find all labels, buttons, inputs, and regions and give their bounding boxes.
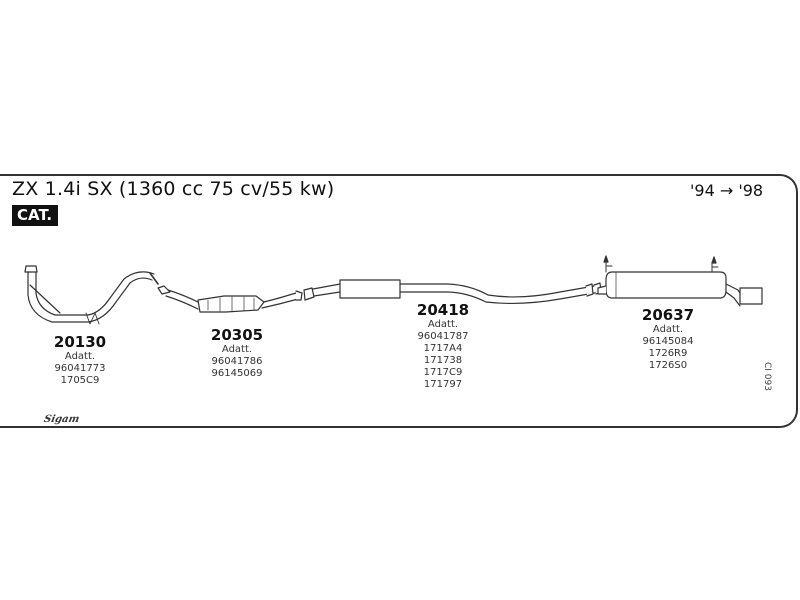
part-detail: 96041773 bbox=[54, 363, 106, 374]
part-detail: Adatt. bbox=[652, 324, 684, 335]
part-detail: 1705C9 bbox=[60, 375, 100, 386]
part-detail: Adatt. bbox=[64, 351, 96, 362]
part-detail: 96041786 bbox=[211, 356, 263, 367]
part-detail: 96145084 bbox=[642, 336, 694, 347]
cat-badge: CAT. bbox=[12, 205, 59, 226]
diagram-frame bbox=[0, 174, 798, 428]
part-detail: Adatt. bbox=[427, 319, 459, 330]
part-detail: 171738 bbox=[423, 355, 463, 366]
part-detail: 1717C9 bbox=[423, 367, 463, 378]
brand-logo: Sigam bbox=[42, 414, 81, 425]
part-20418: 20418 Adatt. 96041787 1717A4 171738 1717… bbox=[403, 302, 483, 391]
part-detail: 1726R9 bbox=[648, 348, 688, 359]
part-20305: 20305 Adatt. 96041786 96145069 bbox=[197, 327, 277, 380]
year-range: '94 → '98 bbox=[690, 181, 764, 200]
vehicle-title: ZX 1.4i SX (1360 cc 75 cv/55 kw) bbox=[12, 178, 335, 200]
part-detail: Adatt. bbox=[221, 344, 253, 355]
part-20130: 20130 Adatt. 96041773 1705C9 bbox=[40, 334, 120, 387]
part-number: 20305 bbox=[210, 326, 264, 344]
catalytic-converter-drawing bbox=[157, 285, 303, 313]
part-number: 20130 bbox=[53, 333, 107, 351]
part-detail: 96041787 bbox=[417, 331, 469, 342]
part-detail: 1717A4 bbox=[423, 343, 463, 354]
part-number: 20418 bbox=[416, 301, 470, 319]
intermediate-pipe-drawing bbox=[303, 279, 602, 305]
sheet-code: CI 093 bbox=[762, 362, 772, 391]
part-detail: 1726S0 bbox=[648, 360, 688, 371]
part-number: 20637 bbox=[641, 306, 695, 324]
front-pipe-drawing bbox=[24, 265, 159, 325]
rear-muffler-drawing bbox=[597, 255, 763, 307]
part-detail: 96145069 bbox=[211, 368, 263, 379]
part-20637: 20637 Adatt. 96145084 1726R9 1726S0 bbox=[628, 307, 708, 372]
part-detail: 171797 bbox=[423, 379, 463, 390]
